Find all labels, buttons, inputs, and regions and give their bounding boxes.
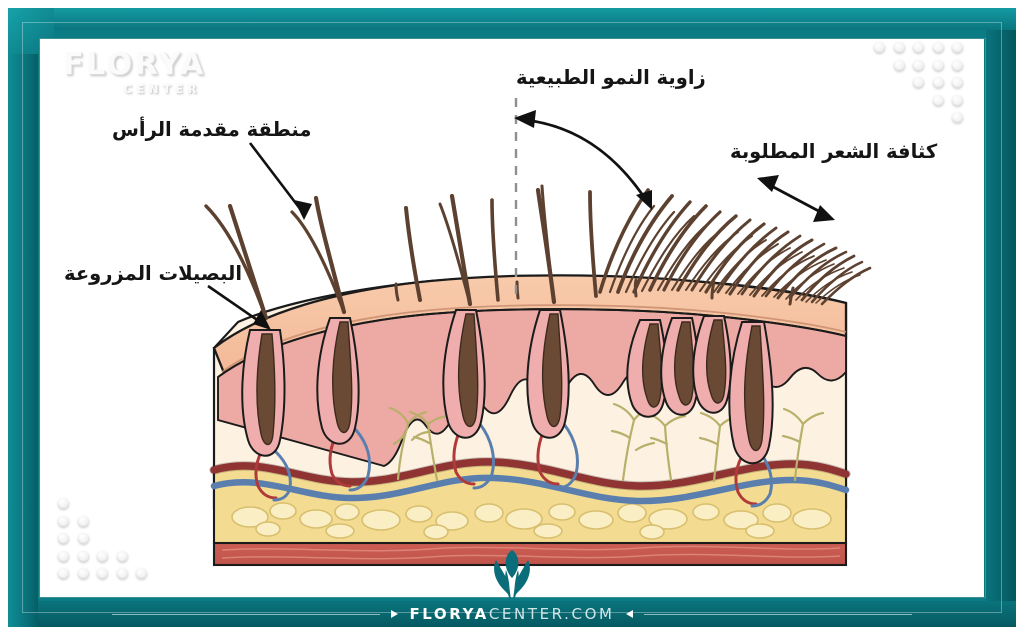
decor-dot: [136, 568, 147, 579]
frame-hairline-inner: [39, 38, 986, 598]
footer-brand[interactable]: FLORYACENTER.COM: [409, 604, 615, 623]
follicle: [626, 319, 668, 418]
annotation-arrows: [207, 110, 835, 330]
fat-lobules: [231, 502, 832, 540]
label-natural-growth-angle: زاوية النمو الطبيعية: [516, 66, 706, 89]
decor-dot: [932, 59, 944, 71]
arrow-front-zone: [248, 142, 306, 215]
decor-dot: [58, 498, 69, 509]
hair-follicles: [241, 309, 774, 465]
decor-dot: [893, 42, 905, 53]
follicle: [660, 317, 700, 416]
follicle-capillaries: [254, 422, 773, 508]
decor-dot: [77, 515, 89, 527]
artery-main: [210, 458, 850, 490]
artery-main-outline: [209, 457, 851, 491]
decor-dot: [116, 550, 128, 562]
arrow-density: [763, 180, 829, 218]
decor-dot: [58, 568, 69, 579]
vein-main: [210, 474, 850, 505]
decor-dots-top-right: [874, 42, 982, 134]
muscle-layer: [212, 541, 848, 567]
decor-dot: [77, 568, 89, 579]
frame-hairline-outer: [22, 22, 1002, 613]
frame-top-bevel: [8, 8, 1016, 30]
epidermis-inner-line: [221, 304, 847, 373]
follicle: [692, 315, 732, 414]
follicle: [442, 309, 486, 439]
decor-dot: [913, 42, 924, 53]
decor-dot: [932, 42, 944, 53]
decor-dot: [893, 59, 905, 71]
decor-dot: [913, 77, 924, 88]
decor-dot: [58, 550, 69, 562]
decor-dot: [932, 77, 944, 88]
decor-dot: [77, 550, 89, 562]
arrow-growth-angle: [525, 118, 648, 201]
epidermis-dermis-boundary: [217, 308, 847, 378]
follicle: [728, 321, 774, 465]
florya-emblem-icon: [494, 550, 530, 600]
decor-dot: [952, 59, 963, 71]
arrow-right-icon: [391, 610, 399, 618]
decor-dot: [97, 550, 108, 562]
decor-dot: [952, 112, 963, 123]
footer-rule-left: [112, 613, 381, 615]
decor-dot: [932, 94, 944, 106]
footer-bar: FLORYACENTER.COM: [8, 601, 1016, 627]
decor-dot: [58, 515, 69, 527]
arrow-left-icon: [625, 610, 633, 618]
footer-brand-bold: FLORYA: [409, 604, 489, 623]
label-required-density: كثافة الشعر المطلوبة: [730, 140, 938, 163]
frame-left-bevel: [8, 8, 38, 627]
decor-dot: [952, 94, 963, 106]
decor-dot: [913, 59, 924, 71]
muscle-striations: [221, 545, 841, 560]
footer-brand-light: CENTER.COM: [488, 604, 615, 623]
decor-dot: [874, 42, 885, 53]
decor-dot: [952, 77, 963, 88]
label-transplanted-follicles: البصيلات المزروعة: [64, 262, 243, 285]
frame-right-bevel: [986, 30, 1016, 627]
decor-dot: [58, 533, 69, 544]
decor-dot: [97, 568, 108, 579]
follicle: [526, 309, 570, 439]
follicle: [316, 317, 360, 445]
follicle: [241, 329, 286, 457]
footer-rule-right: [643, 613, 912, 615]
decor-dot: [116, 568, 128, 579]
label-front-zone: منطقة مقدمة الرأس: [112, 118, 312, 141]
decor-dot: [77, 533, 89, 544]
decor-dot: [952, 42, 963, 53]
decor-dots-bottom-left: [58, 498, 166, 590]
hair-shafts: [204, 184, 872, 321]
